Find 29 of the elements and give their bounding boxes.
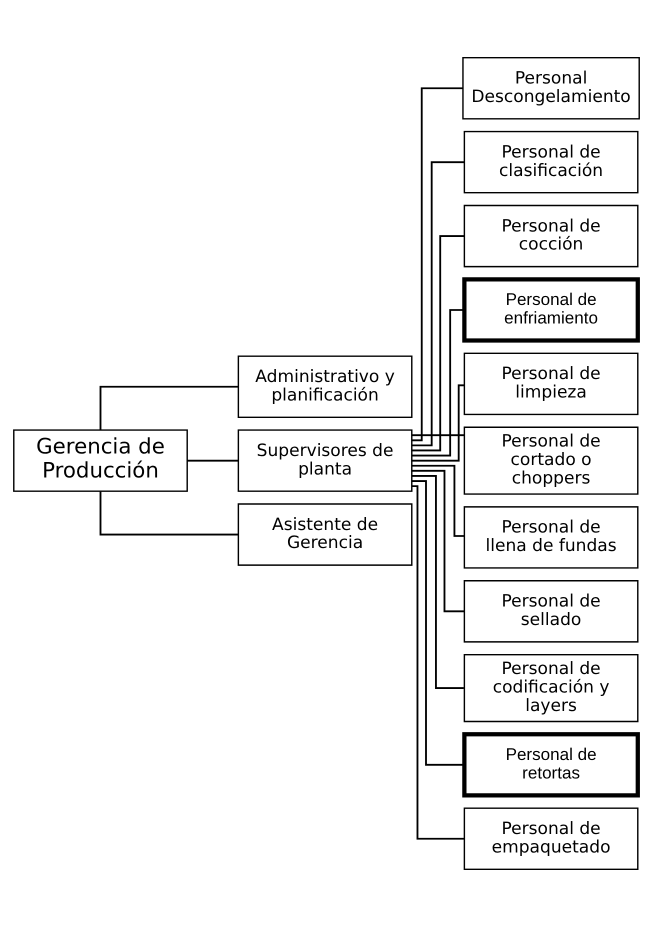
node-box: Personal de cortado o choppers [464, 426, 638, 495]
connector [187, 460, 238, 462]
connector [100, 492, 238, 536]
connector [412, 485, 464, 840]
node-box: Personal de clasificación [464, 130, 638, 194]
connector [412, 87, 463, 442]
node-box: Personal de codificación y layers [464, 654, 638, 722]
node-box: Personal de cocción [464, 204, 638, 268]
node-box: Personal de limpieza [464, 352, 638, 416]
node-box: Gerencia de Producción [13, 429, 188, 492]
connector [412, 464, 464, 537]
node-box: Personal de llena de fundas [464, 506, 638, 569]
node-box: Administrativo y planificación [238, 355, 412, 418]
node-box: Asistente de Gerencia [238, 503, 412, 566]
connector [412, 470, 464, 612]
node-box: Personal de empaquetado [464, 807, 638, 870]
connector [412, 309, 464, 456]
connector [412, 475, 464, 689]
node-box: Personal de sellado [464, 580, 638, 643]
node-box: Personal de retortas [462, 732, 640, 798]
connector [412, 480, 464, 766]
connector [412, 434, 464, 436]
node-box: Supervisores de planta [238, 429, 412, 492]
connector [412, 235, 464, 452]
connector [412, 384, 464, 462]
node-box: Personal de enfriamiento [462, 277, 640, 343]
connector [100, 386, 238, 430]
connector [412, 161, 464, 446]
node-box: Personal Descongelamiento [462, 56, 640, 120]
